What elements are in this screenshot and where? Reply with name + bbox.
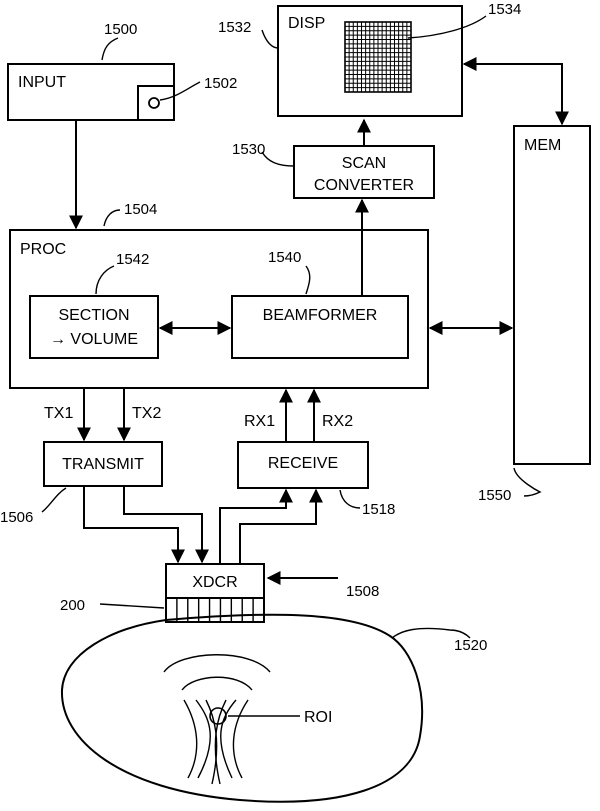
tx2-label: TX2 (132, 405, 161, 422)
transmit-to-xdcr-1 (84, 486, 178, 562)
ref-1530: 1530 (232, 141, 265, 158)
leader-1550 (514, 468, 540, 496)
display-block: DISP (278, 6, 462, 116)
input-label: INPUT (18, 74, 66, 91)
rx2-label: RX2 (322, 413, 353, 430)
xdcr-to-receive-1 (220, 490, 286, 564)
receive-block: RECEIVE (238, 442, 368, 488)
section-volume-label-2: → VOLUME (50, 331, 138, 348)
ref-1520: 1520 (454, 637, 487, 654)
ref-1506: 1506 (0, 509, 33, 526)
transducer-block: XDCR (166, 564, 264, 622)
ref-1540: 1540 (268, 249, 301, 266)
ref-1504: 1504 (124, 201, 157, 218)
roi-label: ROI (304, 709, 332, 726)
tx1-label: TX1 (44, 405, 73, 422)
leader-1506 (42, 488, 66, 512)
leader-1518 (340, 490, 360, 508)
xdcr-to-receive-2 (240, 490, 316, 564)
section-volume-label-1: SECTION (58, 307, 129, 324)
transmit-label: TRANSMIT (62, 456, 144, 473)
transducer-label: XDCR (192, 574, 237, 591)
tissue-region (62, 615, 422, 802)
transmit-block: TRANSMIT (44, 442, 162, 486)
display-memory-link (464, 64, 562, 124)
receive-label: RECEIVE (268, 455, 338, 472)
ref-1534: 1534 (488, 1, 521, 18)
section-volume-block: SECTION → VOLUME (30, 296, 158, 358)
beamformer-label: BEAMFORMER (263, 307, 378, 324)
leader-200 (100, 604, 164, 608)
beamformer-block: BEAMFORMER (232, 296, 408, 358)
scan-converter-block: SCAN CONVERTER (294, 146, 434, 198)
processor-label: PROC (20, 241, 66, 258)
ref-1502: 1502 (204, 75, 237, 92)
leader-1532 (262, 30, 278, 48)
beam-wavefronts (164, 655, 270, 784)
scan-converter-label-1: SCAN (342, 155, 386, 172)
display-screen-grid (345, 22, 411, 92)
display-label: DISP (288, 15, 325, 32)
ref-1508: 1508 (346, 583, 379, 600)
memory-label: MEM (524, 137, 561, 154)
leader-1530 (262, 152, 294, 166)
ref-1550: 1550 (478, 487, 511, 504)
scan-converter-label-2: CONVERTER (314, 177, 414, 194)
transmit-to-xdcr-2 (124, 486, 202, 562)
ref-1500: 1500 (104, 21, 137, 38)
leader-1500 (102, 38, 118, 60)
memory-block: MEM (514, 126, 590, 464)
ref-1542: 1542 (116, 251, 149, 268)
input-block: INPUT (8, 64, 174, 120)
input-device (138, 86, 174, 120)
rx1-label: RX1 (244, 413, 275, 430)
leader-1504 (104, 210, 120, 226)
ref-200: 200 (60, 597, 85, 614)
ref-1532: 1532 (218, 19, 251, 36)
ref-1518: 1518 (362, 501, 395, 518)
